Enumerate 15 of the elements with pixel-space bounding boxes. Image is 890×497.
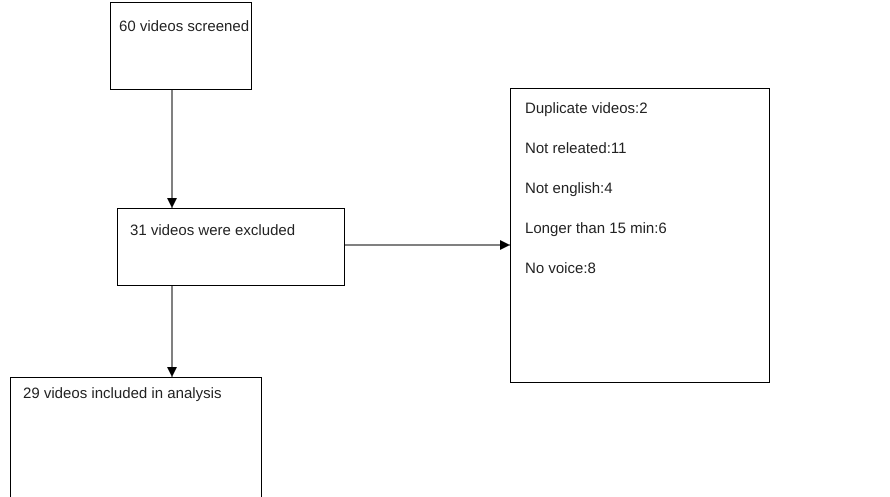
process-box — [510, 88, 770, 383]
box-text: 31 videos were excluded — [130, 221, 296, 241]
arrow — [344, 240, 510, 250]
box-text: Not releated:11 — [525, 139, 628, 159]
process-box — [110, 2, 252, 90]
process-box — [117, 208, 345, 286]
box-text: 29 videos included in analysis — [23, 384, 222, 404]
arrow — [167, 286, 177, 378]
arrow — [167, 90, 177, 208]
box-text: 60 videos screened — [119, 17, 250, 37]
box-text: Longer than 15 min:6 — [525, 219, 668, 239]
box-text: No voice:8 — [525, 259, 597, 279]
process-box — [10, 377, 262, 497]
box-text: Not english:4 — [525, 179, 614, 199]
box-text: Duplicate videos:2 — [525, 99, 649, 119]
